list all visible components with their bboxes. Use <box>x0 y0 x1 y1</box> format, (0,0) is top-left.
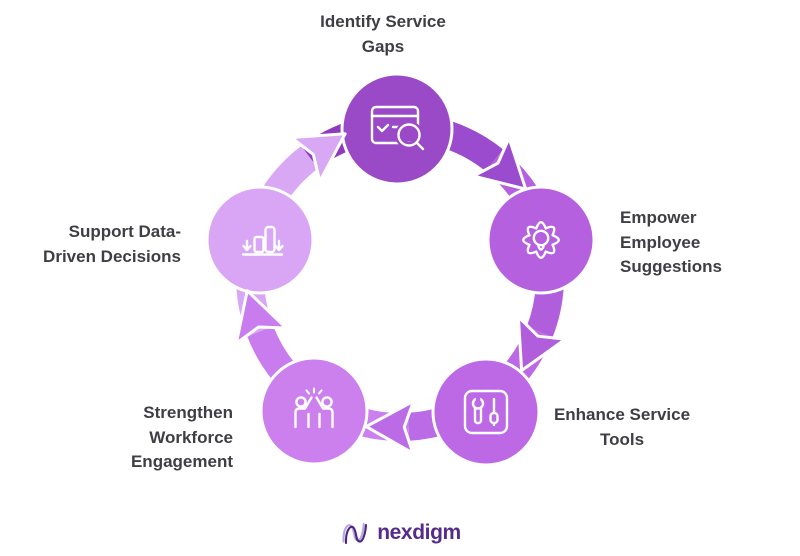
node-circle-strengthen <box>259 356 369 466</box>
node-circle-enhance <box>431 357 541 467</box>
node-label-strengthen-workforce-engagement: Strengthen Workforce Engagement <box>130 403 233 472</box>
arrow-head-1 <box>472 136 528 191</box>
gear-lightbulb-icon <box>522 221 560 259</box>
browser-audit-search-icon <box>370 105 425 151</box>
high-five-icon <box>294 387 334 429</box>
bar-chart-icon <box>241 225 284 256</box>
sparkle-lines <box>305 387 323 395</box>
brand-logo: nexdigm <box>0 514 800 552</box>
nexdigm-logo-icon <box>342 522 368 545</box>
arrow-head-3 <box>364 399 416 455</box>
node-label-support-data-driven-decisions: Support Data-Driven Decisions <box>43 222 181 266</box>
arrow-head-2 <box>516 315 567 372</box>
node-circle-support <box>205 185 315 295</box>
arrow-head-5 <box>290 132 347 183</box>
node-label-enhance-service-tools: Enhance Service Tools <box>553 405 691 449</box>
wrench-slider-tools-icon <box>463 389 509 435</box>
node-circle-empower <box>486 185 596 295</box>
arrow-head-4 <box>234 289 288 345</box>
node-label-identify-service-gaps: Identify Service Gaps <box>320 12 446 56</box>
brand-wordmark: nexdigm <box>377 521 461 544</box>
node-label-empower-employee-suggestions: Empower Employee Suggestions <box>620 208 723 277</box>
